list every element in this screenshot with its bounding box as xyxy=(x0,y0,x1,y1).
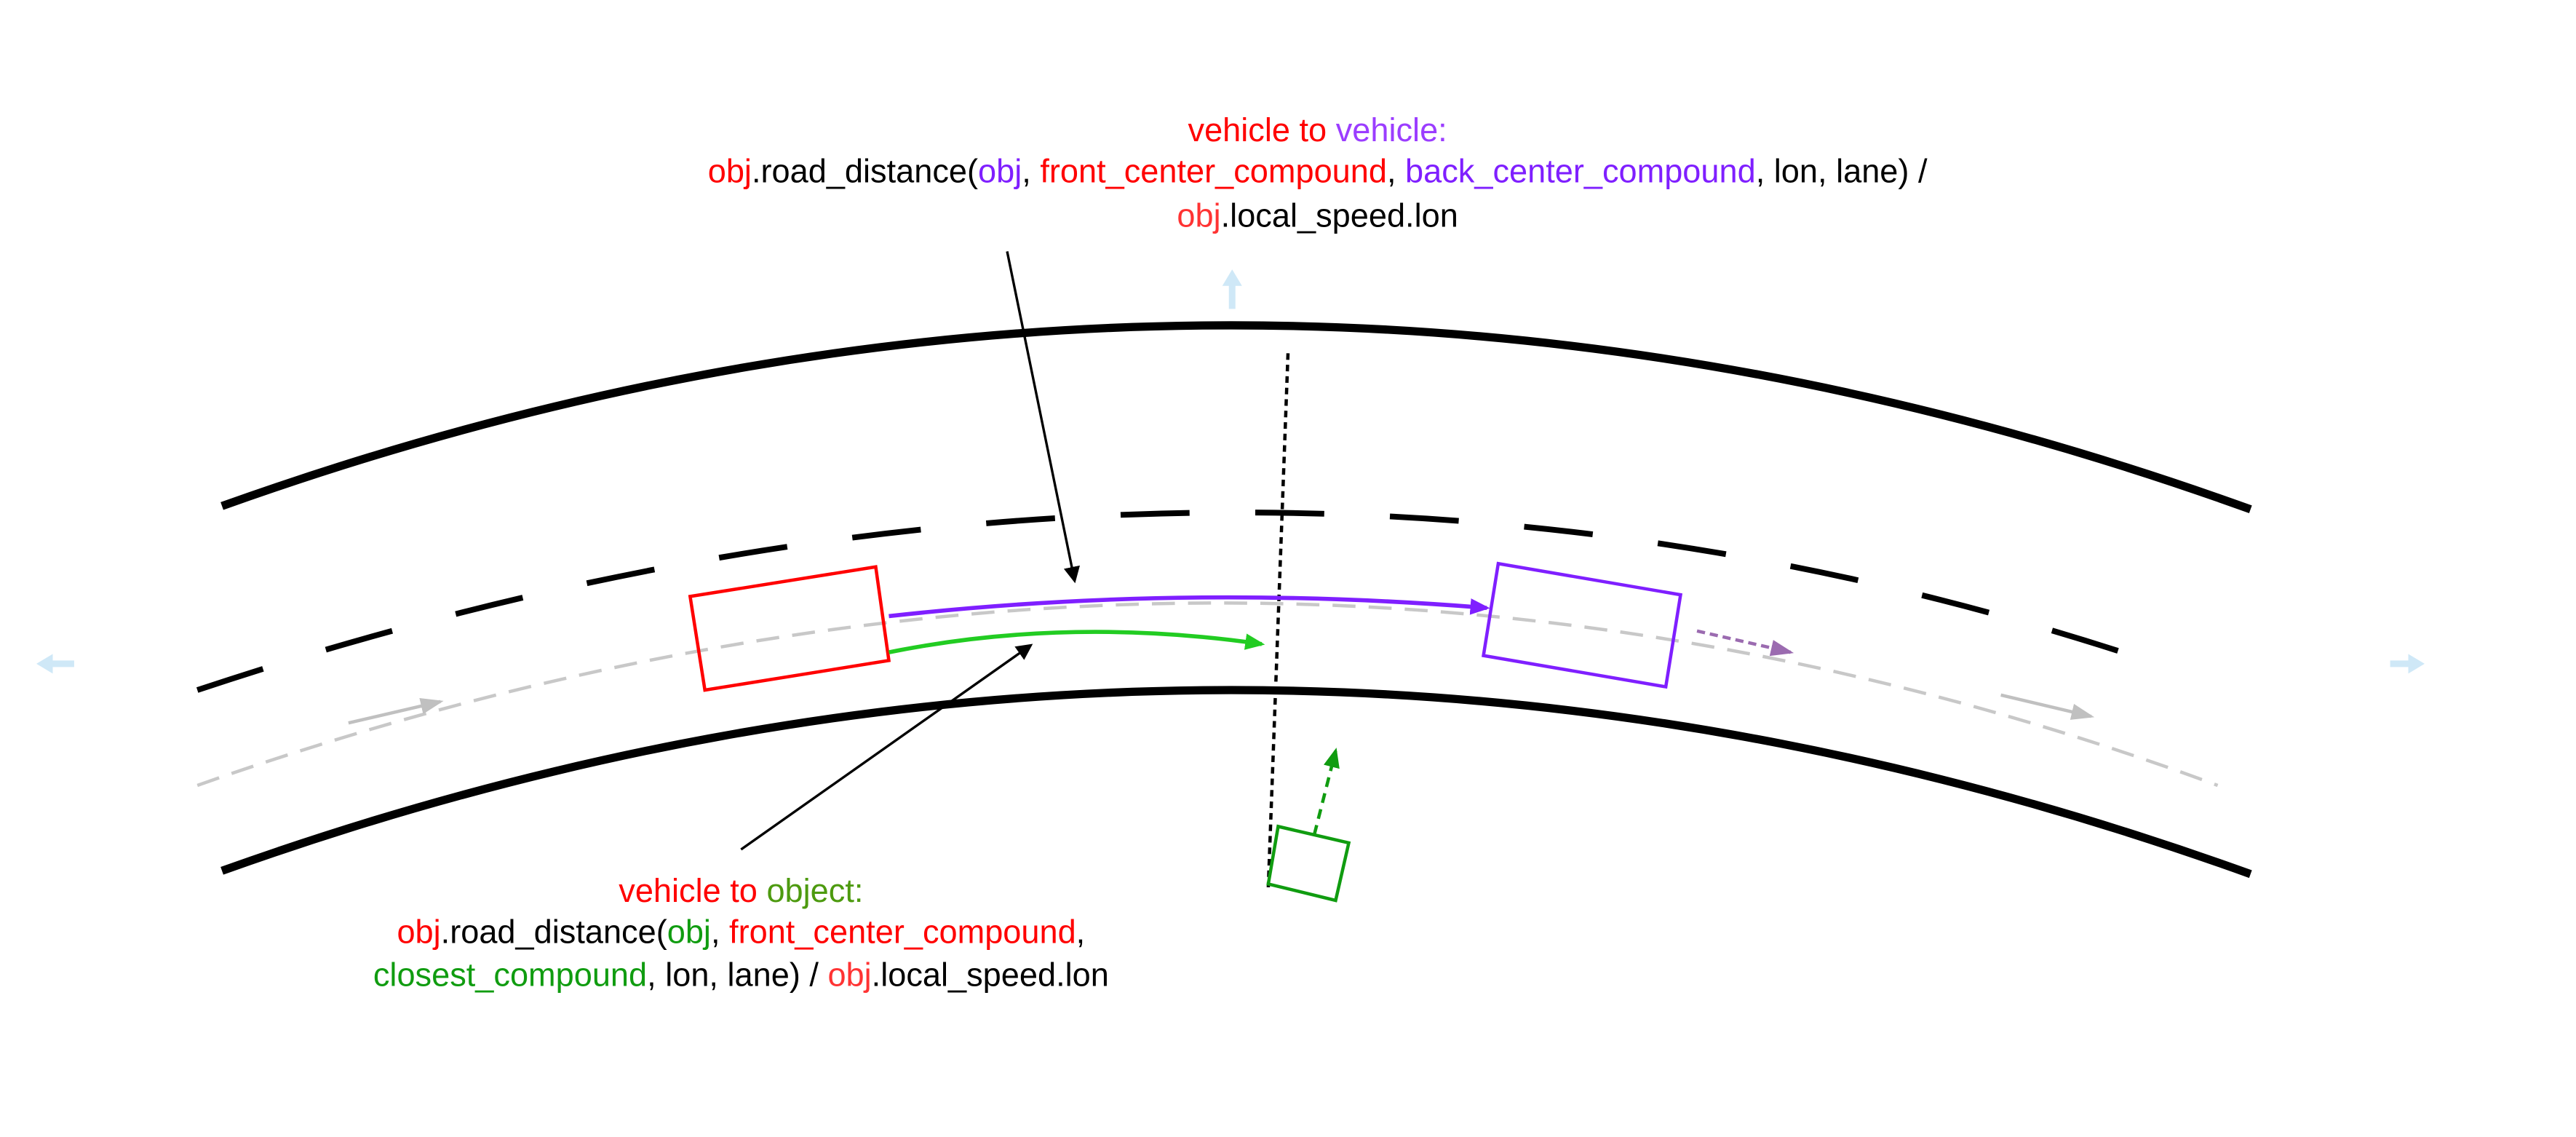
formula-line-1: obj.road_distance(obj, front_center_comp… xyxy=(397,914,1085,951)
formula-line-1: obj.road_distance(obj, front_center_comp… xyxy=(708,153,1928,190)
vehicle-to-object-annotation: vehicle to object: obj.road_distance(obj… xyxy=(373,872,1109,993)
annotation-title: vehicle to object: xyxy=(619,872,863,909)
lane-divider-dashed xyxy=(196,510,2178,693)
road-outer-edge xyxy=(220,321,2252,514)
front-vehicle-box xyxy=(1482,561,1683,689)
vehicle-distance-arrow xyxy=(889,595,1490,619)
token-rest: , lon, lane) / xyxy=(647,956,827,993)
road-inner-edge xyxy=(220,686,2252,879)
token-method: .road_distance( xyxy=(441,914,667,951)
token-obj-arg: obj xyxy=(978,153,1022,190)
token-rest: , lon, lane) / xyxy=(1756,153,1928,190)
token-speed: .local_speed.lon xyxy=(872,956,1109,993)
object-callout-pointer xyxy=(740,643,1033,851)
front-vehicle-heading-arrow xyxy=(1696,629,1794,657)
token-obj: obj xyxy=(827,956,871,993)
label-vehicle: vehicle to xyxy=(1188,111,1336,148)
object-heading-arrow xyxy=(1312,748,1340,836)
token-sep: , xyxy=(1022,153,1040,190)
token-front-compound: front_center_compound xyxy=(729,914,1076,951)
token-sep: , xyxy=(1387,153,1405,190)
vehicle-to-vehicle-annotation: vehicle to vehicle: obj.road_distance(ob… xyxy=(708,111,1928,234)
label-object: object xyxy=(766,872,854,909)
object-projection-line xyxy=(1266,353,1290,887)
token-closest-compound: closest_compound xyxy=(373,956,647,993)
label-vehicle: vehicle to xyxy=(619,872,766,909)
object-box xyxy=(1266,824,1351,903)
token-sep: , xyxy=(1076,914,1086,951)
object-distance-arrow xyxy=(888,630,1265,654)
lane-direction-arrow-right xyxy=(2000,693,2095,720)
vehicle-callout-pointer xyxy=(1006,251,1080,584)
formula-line-2: closest_compound, lon, lane) / obj.local… xyxy=(373,956,1109,993)
lane-centerline xyxy=(196,601,2219,788)
token-front-compound: front_center_compound xyxy=(1040,153,1387,190)
label-colon: : xyxy=(854,872,864,909)
token-back-compound: back_center_compound xyxy=(1405,153,1756,190)
lane-direction-arrow-left xyxy=(348,697,444,725)
annotation-title: vehicle to vehicle: xyxy=(1188,111,1447,148)
label-colon: : xyxy=(1438,111,1447,148)
token-sep: , xyxy=(711,914,729,951)
token-obj: obj xyxy=(1177,197,1220,234)
token-obj-arg: obj xyxy=(667,914,711,951)
formula-line-2: obj.local_speed.lon xyxy=(1177,197,1458,234)
ego-vehicle-box xyxy=(688,565,891,692)
token-obj: obj xyxy=(397,914,440,951)
label-vehicle-target: vehicle xyxy=(1336,111,1438,148)
token-method: .road_distance( xyxy=(752,153,978,190)
token-obj: obj xyxy=(708,153,752,190)
token-speed: .local_speed.lon xyxy=(1221,197,1458,234)
